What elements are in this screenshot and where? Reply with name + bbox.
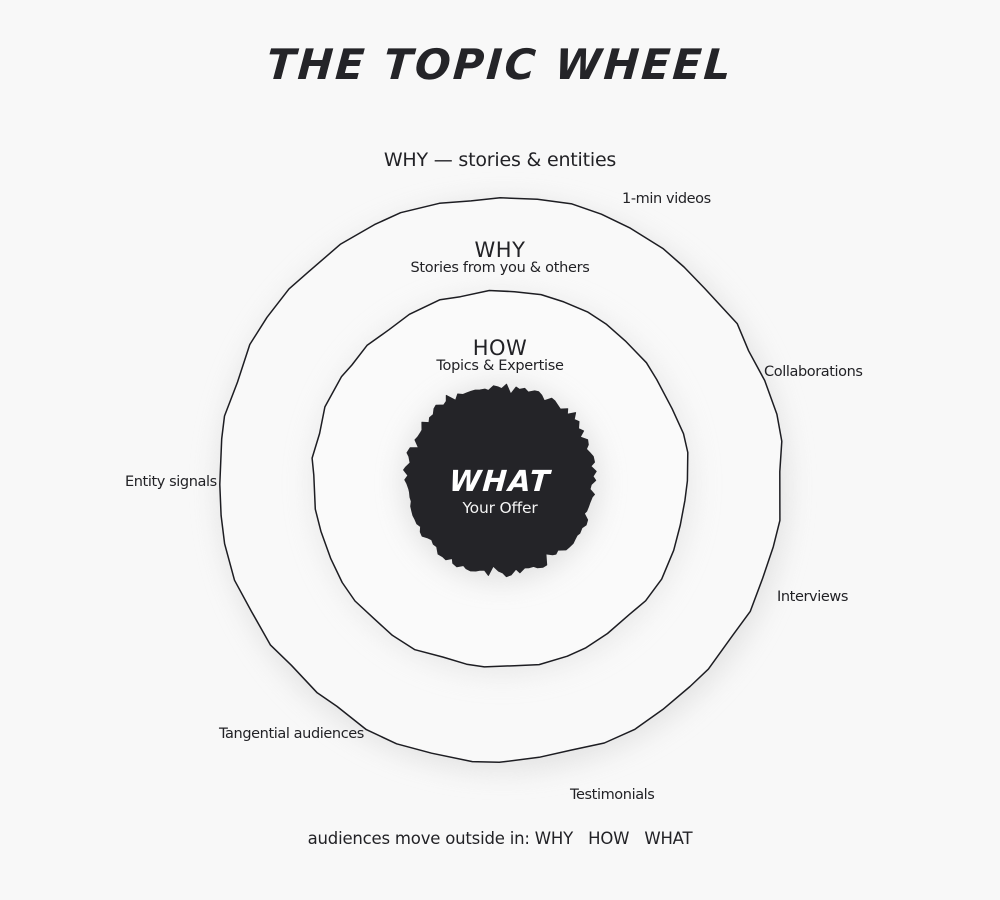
satellite-label-testimonials: Testimonials <box>570 787 655 803</box>
satellite-label-entity-signals: Entity signals <box>125 474 217 490</box>
ring-sublabel-how: Topics & Expertise <box>436 358 564 374</box>
center-sublabel-your-offer: Your Offer <box>462 499 538 517</box>
page-title: THE TOPIC WHEEL <box>265 40 735 89</box>
satellite-label-tangential-audiences: Tangential audiences <box>219 726 364 742</box>
ring-sublabel-why: Stories from you & others <box>410 260 590 276</box>
ring-label-why: WHY <box>474 238 526 262</box>
satellite-label-interviews: Interviews <box>777 589 848 605</box>
center-disc <box>403 383 597 578</box>
satellite-label-1-min-videos: 1-min videos <box>622 191 711 207</box>
ring-label-how: HOW <box>472 336 528 360</box>
satellite-label-collaborations: Collaborations <box>764 364 863 380</box>
flow-caption: audiences move outside in: WHY HOW WHAT <box>307 829 693 848</box>
outer-ring-caption: WHY — stories & entities <box>383 149 617 171</box>
